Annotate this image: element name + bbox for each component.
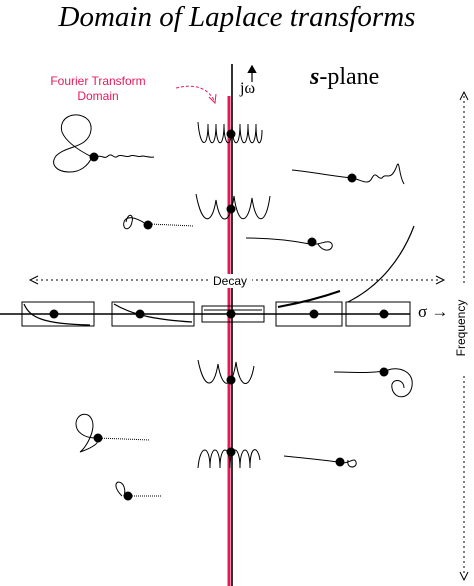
- frequency-label: Frequency: [454, 283, 468, 373]
- fourier-label-arrow: [175, 85, 215, 101]
- diagram-title: Domain of Laplace transforms: [58, 1, 416, 33]
- pole-upper-right-2: [307, 237, 317, 247]
- pole-lower-right-2: [335, 457, 345, 467]
- pole-lower-left-2: [123, 491, 133, 501]
- real-axis-label: σ →: [418, 302, 449, 321]
- pole-real-5: [379, 309, 389, 319]
- s-plane-label: s-plane: [310, 64, 379, 91]
- pole-real-4: [309, 309, 319, 319]
- imaginary-axis-label: jω: [240, 80, 255, 97]
- pole-lower-axis-2: [226, 447, 236, 457]
- fourier-label-line2: Domain: [77, 89, 119, 103]
- pole-upper-axis-2: [226, 204, 236, 214]
- s-plane-label-s: s: [310, 64, 320, 90]
- pole-upper-right-1: [347, 173, 357, 183]
- pole-upper-left-2: [143, 220, 153, 230]
- real-axis-responses: [21, 225, 415, 327]
- pole-upper-axis-1: [226, 129, 236, 139]
- pole-lower-axis-1: [226, 375, 236, 385]
- pole-upper-left-1: [89, 152, 99, 162]
- pole-lower-left-1: [93, 433, 103, 443]
- decay-label: Decay: [208, 274, 252, 288]
- pole-lower-right-1: [379, 367, 389, 377]
- pole-real-3: [226, 309, 236, 319]
- pole-real-1: [49, 309, 59, 319]
- fourier-label-line1: Fourier Transform: [50, 74, 146, 88]
- fourier-transform-label: Fourier Transform Domain: [28, 74, 168, 104]
- lower-responses: [75, 359, 413, 497]
- s-plane-label-rest: -plane: [319, 64, 380, 90]
- upper-responses: [53, 114, 405, 251]
- pole-real-2: [135, 309, 145, 319]
